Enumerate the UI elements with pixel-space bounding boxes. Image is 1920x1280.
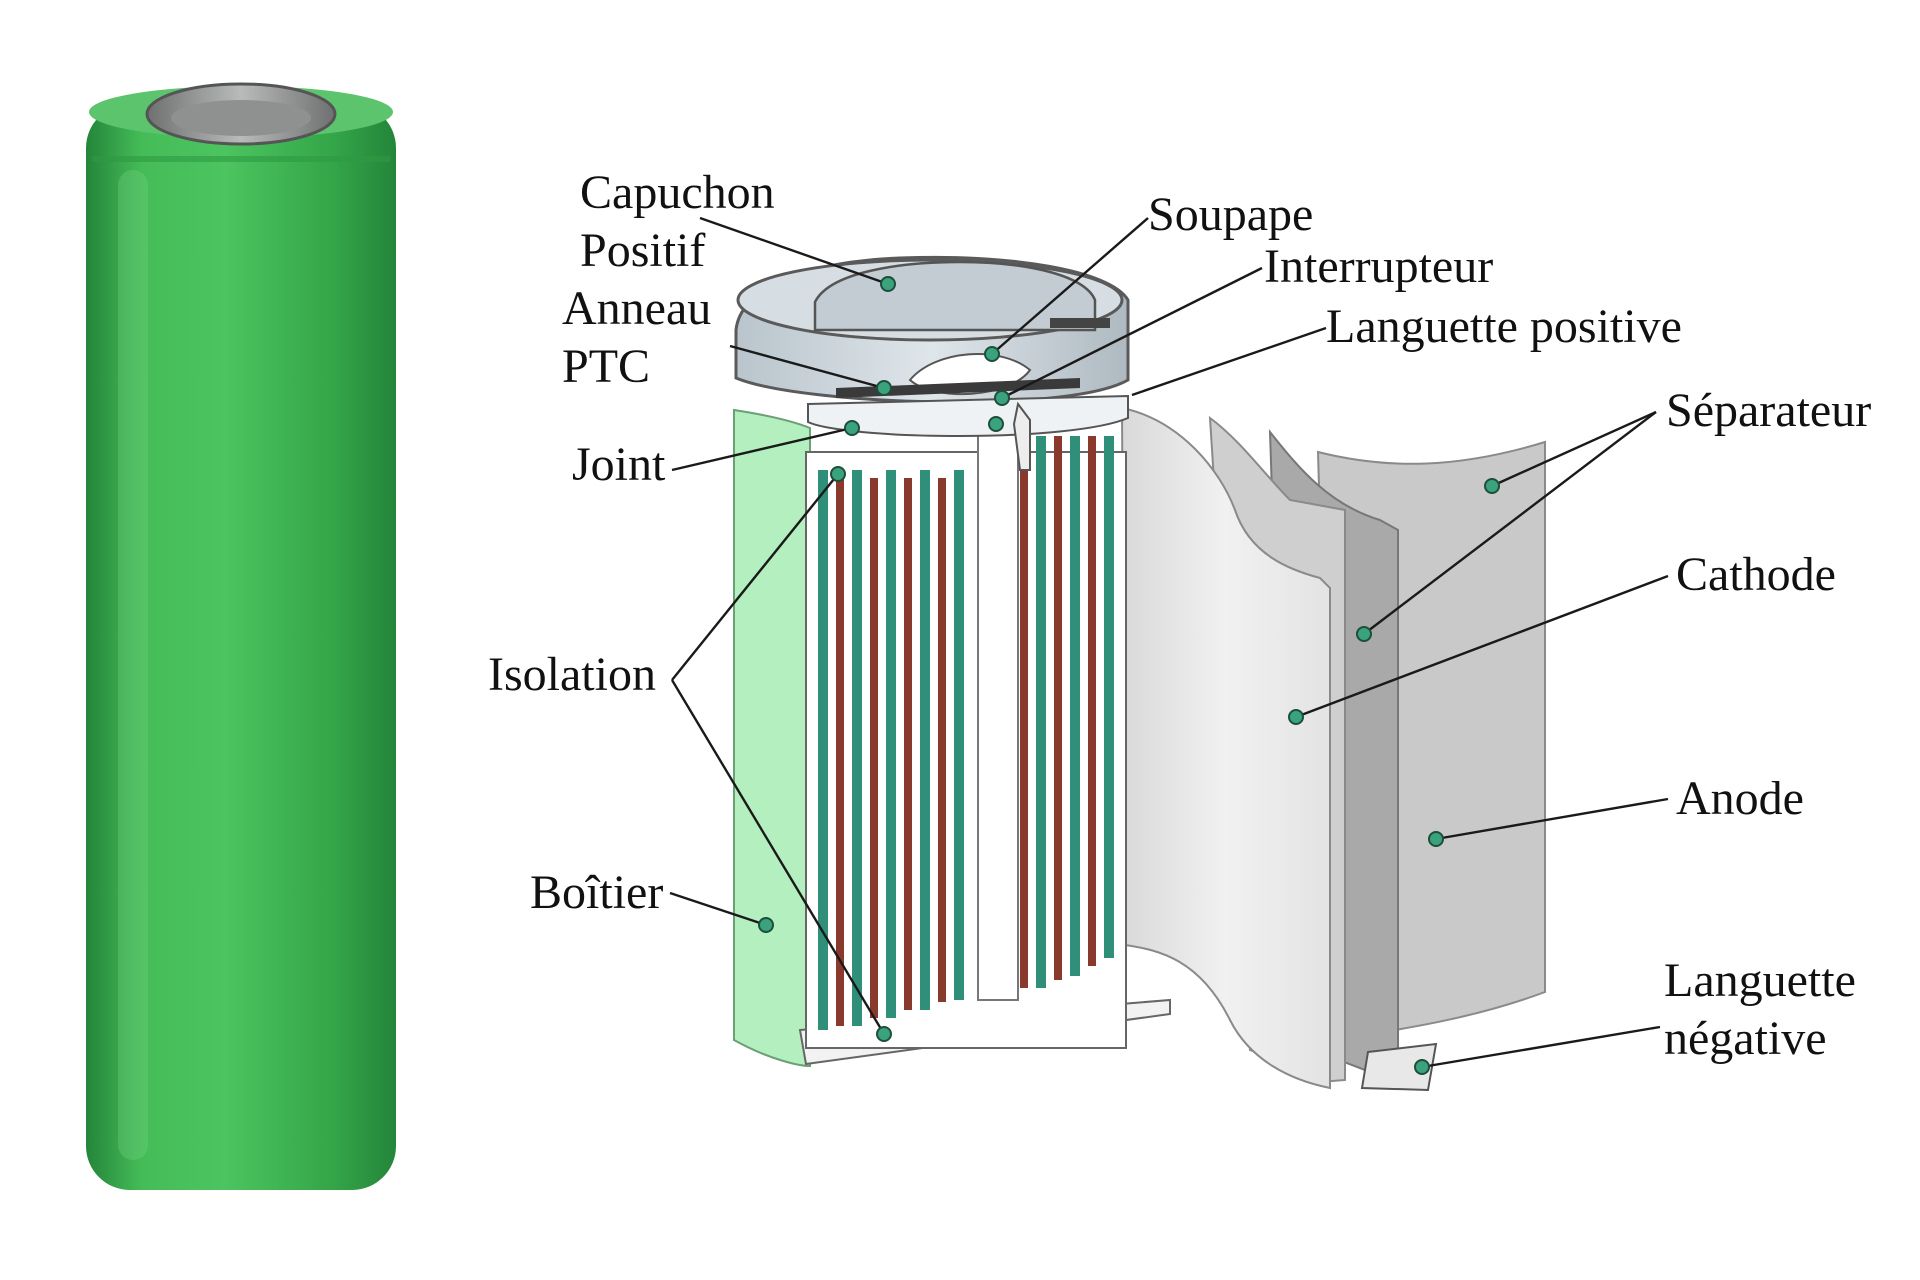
- label-anneau: Anneau: [562, 282, 711, 335]
- marker-soupape: [984, 346, 1000, 362]
- interrupter-bar: [1050, 318, 1110, 328]
- leader-languette-positive: [1131, 326, 1327, 397]
- cutaway-diagram: [733, 255, 1546, 1092]
- cell-highlight: [118, 170, 148, 1160]
- layer-red: [870, 478, 878, 1018]
- gasket-seal: [807, 394, 1129, 438]
- label-isolation: Isolation: [488, 648, 656, 701]
- label-anode: Anode: [1676, 772, 1804, 825]
- layer-red: [1020, 428, 1028, 988]
- label-ptc: PTC: [562, 340, 650, 393]
- leader-soupape: [991, 217, 1149, 355]
- leader-boitier: [669, 891, 767, 927]
- leader-cathode: [1295, 574, 1669, 719]
- marker-anode: [1428, 831, 1444, 847]
- leader-joint: [671, 426, 853, 472]
- layer-teal: [852, 470, 862, 1026]
- marker-cathode: [1288, 709, 1304, 725]
- labels: Capuchon Positif Anneau PTC Joint Isolat…: [488, 166, 1871, 1065]
- positive-tab-strip: [1012, 401, 1031, 471]
- label-languette-positive: Languette positive: [1326, 300, 1682, 353]
- marker-isolation-top: [830, 466, 846, 482]
- leader-anneau: [729, 344, 885, 390]
- layer-red: [938, 478, 946, 1002]
- terminal-recess: [171, 100, 311, 136]
- marker-separateur-outer: [1484, 478, 1500, 494]
- battery-cell-photo: [86, 82, 396, 1190]
- marker-interrupteur: [994, 390, 1010, 406]
- layer-red: [1054, 436, 1062, 980]
- layer-teal: [886, 470, 896, 1018]
- center-mandrel: [977, 429, 1019, 1001]
- marker-isolation-bottom: [876, 1026, 892, 1042]
- layer-red: [904, 478, 912, 1010]
- leader-anode: [1435, 797, 1669, 841]
- leader-capuchon: [699, 216, 889, 286]
- label-soupape: Soupape: [1148, 188, 1313, 241]
- ptc-ring-layer: [836, 378, 1080, 398]
- label-cathode: Cathode: [1676, 548, 1836, 601]
- label-interrupteur: Interrupteur: [1264, 240, 1493, 293]
- layer-red: [1088, 436, 1096, 966]
- electrode-stack-left: [818, 470, 964, 1030]
- label-positif: Positif: [580, 224, 705, 277]
- label-separateur: Séparateur: [1666, 384, 1871, 437]
- cathode-sheet: [1120, 406, 1331, 1090]
- layer-teal: [1036, 436, 1046, 988]
- label-boitier: Boîtier: [530, 866, 663, 919]
- leader-lines: [669, 216, 1669, 1069]
- leader-languette-negative: [1421, 1025, 1661, 1069]
- marker-capuchon: [880, 276, 896, 292]
- layer-teal: [1070, 436, 1080, 976]
- marker-languette-positive: [988, 416, 1004, 432]
- negative-tab-metal: [1360, 1042, 1438, 1092]
- marker-separateur-inner: [1356, 626, 1372, 642]
- marker-boitier: [758, 917, 774, 933]
- label-negative: négative: [1664, 1012, 1827, 1065]
- layer-teal: [818, 470, 828, 1030]
- leader-isolation-b: [670, 679, 886, 1035]
- cell-shoulder-line: [92, 156, 390, 162]
- layer-teal: [954, 470, 964, 1000]
- cell-wrap: [86, 104, 396, 1190]
- label-languette: Languette: [1664, 954, 1856, 1007]
- electrode-stack-right: [1020, 428, 1114, 988]
- leader-isolation-a: [671, 473, 839, 681]
- marker-anneau: [876, 380, 892, 396]
- marker-joint: [844, 420, 860, 436]
- layer-teal: [920, 470, 930, 1010]
- leader-interrupteur: [1001, 266, 1263, 400]
- label-capuchon: Capuchon: [580, 166, 775, 219]
- marker-dots: [758, 276, 1500, 1075]
- marker-languette-negative: [1414, 1059, 1430, 1075]
- casing-wall: [733, 408, 811, 1068]
- label-joint: Joint: [572, 438, 666, 491]
- layer-teal: [1104, 436, 1114, 958]
- leader-separateur-b: [1363, 411, 1657, 635]
- leader-separateur-a: [1491, 410, 1657, 488]
- layer-red: [836, 478, 844, 1026]
